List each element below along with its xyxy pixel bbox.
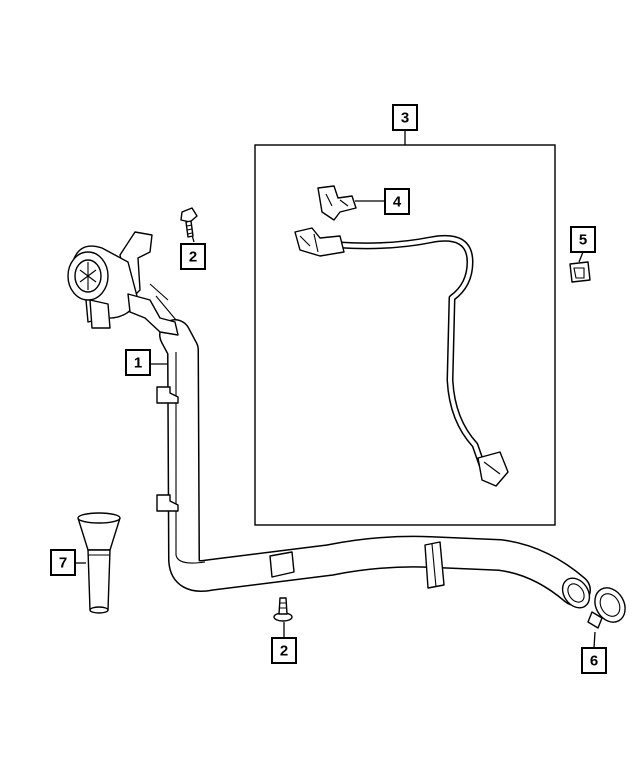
hose-clamp-part-6: [587, 587, 626, 629]
fuel-filler-tube: [156, 319, 591, 609]
callout-3: 3: [392, 104, 418, 131]
clip-part-5: [569, 261, 591, 283]
wiring-harness: [294, 227, 509, 487]
svg-text:7: 7: [59, 555, 67, 572]
svg-text:4: 4: [393, 194, 402, 211]
callout-1: 1: [125, 349, 151, 376]
fuel-filler-housing: [67, 231, 179, 336]
tube-bracket-bottom: [269, 551, 295, 578]
callout-6: 6: [581, 647, 607, 674]
harness-connector-left: [294, 227, 345, 257]
callout-4: 4: [384, 188, 410, 215]
callout-5: 5: [570, 226, 596, 253]
callout-2-lower: 2: [271, 637, 297, 664]
svg-text:3: 3: [401, 110, 409, 127]
callout-7: 7: [50, 549, 76, 576]
callout-2-upper: 2: [180, 243, 206, 270]
svg-text:2: 2: [189, 249, 197, 266]
svg-text:1: 1: [134, 355, 142, 372]
funnel-part-7: [77, 512, 121, 614]
sensor-part-4: [317, 185, 357, 221]
svg-text:2: 2: [280, 643, 288, 660]
tube-bracket-lower: [156, 494, 179, 512]
svg-text:5: 5: [579, 232, 587, 249]
svg-text:6: 6: [590, 653, 598, 670]
tube-bracket-upper: [156, 386, 179, 404]
push-pin-lower: [273, 597, 293, 622]
bolt-upper: [180, 207, 198, 238]
